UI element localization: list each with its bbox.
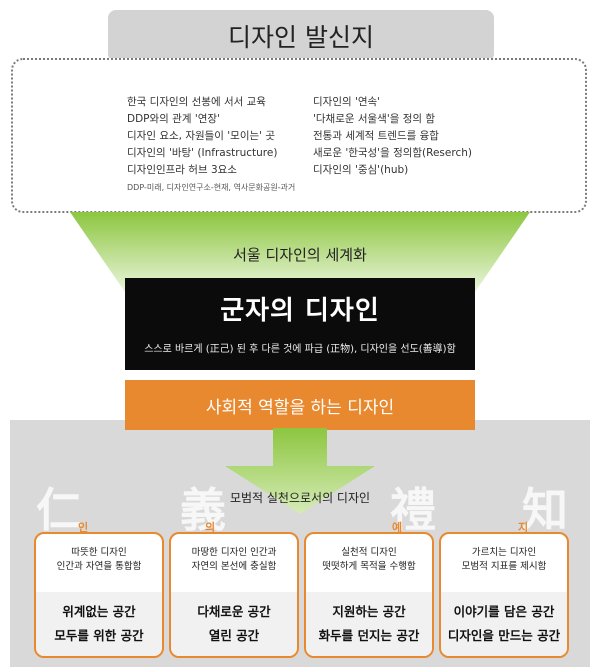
card-desc-line: 떳떳하게 목적을 수행함	[322, 561, 416, 572]
virtue-card-ye: 실천적 디자인 떳떳하게 목적을 수행함 지원하는 공간 화두를 던지는 공간	[304, 532, 434, 658]
hangul-ui: 의	[205, 521, 216, 534]
card-spaces: 지원하는 공간 화두를 던지는 공간	[306, 600, 432, 648]
card-desc: 따뜻한 디자인 인간과 자연을 통합함	[36, 546, 162, 574]
card-space-line: 위계없는 공간	[62, 604, 136, 619]
source-left-item: DDP와의 관계 '연장'	[127, 113, 220, 125]
core-subtitle: 스스로 바르게 (正己) 된 후 다른 것에 파급 (正物), 디자인을 선도(…	[144, 344, 456, 355]
card-space-line: 다채로운 공간	[197, 604, 271, 619]
card-desc: 가르치는 디자인 모범적 지표를 제시함	[441, 546, 567, 574]
hanja-in: 仁	[36, 483, 82, 537]
virtue-card-in: 따뜻한 디자인 인간과 자연을 통합함 위계없는 공간 모두를 위한 공간	[34, 532, 164, 658]
source-right-item: 디자인의 '중심'(hub)	[313, 164, 409, 176]
card-space-line: 이야기를 담은 공간	[453, 604, 555, 619]
card-space-line: 화두를 던지는 공간	[318, 628, 420, 643]
source-left-list: 한국 디자인의 선봉에 서서 교육 DDP와의 관계 '연장' 디자인 요소, …	[127, 94, 295, 196]
source-right-item: 새로운 '한국성'을 정의함(Reserch)	[313, 147, 472, 159]
social-role-box: 사회적 역할을 하는 디자인	[125, 380, 475, 430]
source-box: 한국 디자인의 선봉에 서서 교육 DDP와의 관계 '연장' 디자인 요소, …	[11, 58, 587, 213]
hanja-ji: 知	[522, 483, 568, 537]
virtue-card-ui: 마땅한 디자인 인간과 자연의 본선에 충실함 다채로운 공간 열린 공간	[169, 532, 299, 658]
hanja-ui: 義	[180, 483, 226, 537]
card-space-line: 열린 공간	[208, 628, 260, 643]
source-left-item: 디자인의 '바탕' (Infrastructure)	[127, 147, 278, 159]
card-desc: 마땅한 디자인 인간과 자연의 본선에 충실함	[171, 546, 297, 574]
hanja-ye: 禮	[390, 483, 436, 537]
card-space-panel: 지원하는 공간 화두를 던지는 공간	[306, 592, 432, 656]
card-space-panel: 다채로운 공간 열린 공간	[171, 592, 297, 656]
card-desc-line: 자연의 본선에 충실함	[191, 561, 277, 572]
core-box: 군자의 디자인 스스로 바르게 (正己) 된 후 다른 것에 파급 (正物), …	[125, 278, 475, 370]
model-practice-label: 모범적 실천으로서의 디자인	[229, 491, 371, 505]
card-spaces: 이야기를 담은 공간 디자인을 만드는 공간	[441, 600, 567, 648]
source-left-item: 디자인인프라 허브 3요소	[127, 164, 237, 176]
page-title: 디자인 발신지	[108, 10, 494, 62]
card-space-line: 지원하는 공간	[332, 604, 406, 619]
card-desc-line: 마땅한 디자인 인간과	[191, 547, 277, 558]
card-space-panel: 위계없는 공간 모두를 위한 공간	[36, 592, 162, 656]
source-right-item: 디자인의 '연속'	[313, 96, 381, 108]
core-title: 군자의 디자인	[220, 296, 380, 326]
hangul-ji: 지	[518, 521, 529, 534]
card-desc: 실천적 디자인 떳떳하게 목적을 수행함	[306, 546, 432, 574]
source-right-list: 디자인의 '연속' '다채로운 서울색'을 정의 함 전통과 세계적 트렌드를 …	[313, 94, 472, 179]
down-arrow-icon	[225, 428, 375, 514]
card-space-line: 모두를 위한 공간	[54, 628, 144, 643]
source-left-item: 한국 디자인의 선봉에 서서 교육	[127, 96, 266, 108]
card-space-line: 디자인을 만드는 공간	[447, 628, 561, 643]
hangul-ye: 예	[392, 521, 403, 534]
source-left-subnote: DDP-미래, 디자인연구소-현재, 역사문화공원-과거	[127, 183, 296, 192]
source-right-item: '다채로운 서울색'을 정의 함	[313, 113, 436, 125]
globalize-label: 서울 디자인의 세계화	[233, 246, 367, 264]
funnel-shape	[70, 212, 530, 292]
virtue-card-ji: 가르치는 디자인 모범적 지표를 제시함 이야기를 담은 공간 디자인을 만드는…	[439, 532, 569, 658]
source-left-item: 디자인 요소, 자원들이 '모이는' 곳	[127, 130, 276, 142]
card-desc-line: 모범적 지표를 제시함	[461, 561, 547, 572]
source-right-item: 전통과 세계적 트렌드를 융합	[313, 130, 439, 142]
card-desc-line: 인간과 자연을 통합함	[56, 561, 142, 572]
card-space-panel: 이야기를 담은 공간 디자인을 만드는 공간	[441, 592, 567, 656]
card-spaces: 다채로운 공간 열린 공간	[171, 600, 297, 648]
card-desc-line: 따뜻한 디자인	[71, 547, 127, 558]
card-desc-line: 가르치는 디자인	[471, 547, 537, 558]
card-spaces: 위계없는 공간 모두를 위한 공간	[36, 600, 162, 648]
hangul-in: 인	[78, 521, 89, 534]
card-desc-line: 실천적 디자인	[341, 547, 397, 558]
